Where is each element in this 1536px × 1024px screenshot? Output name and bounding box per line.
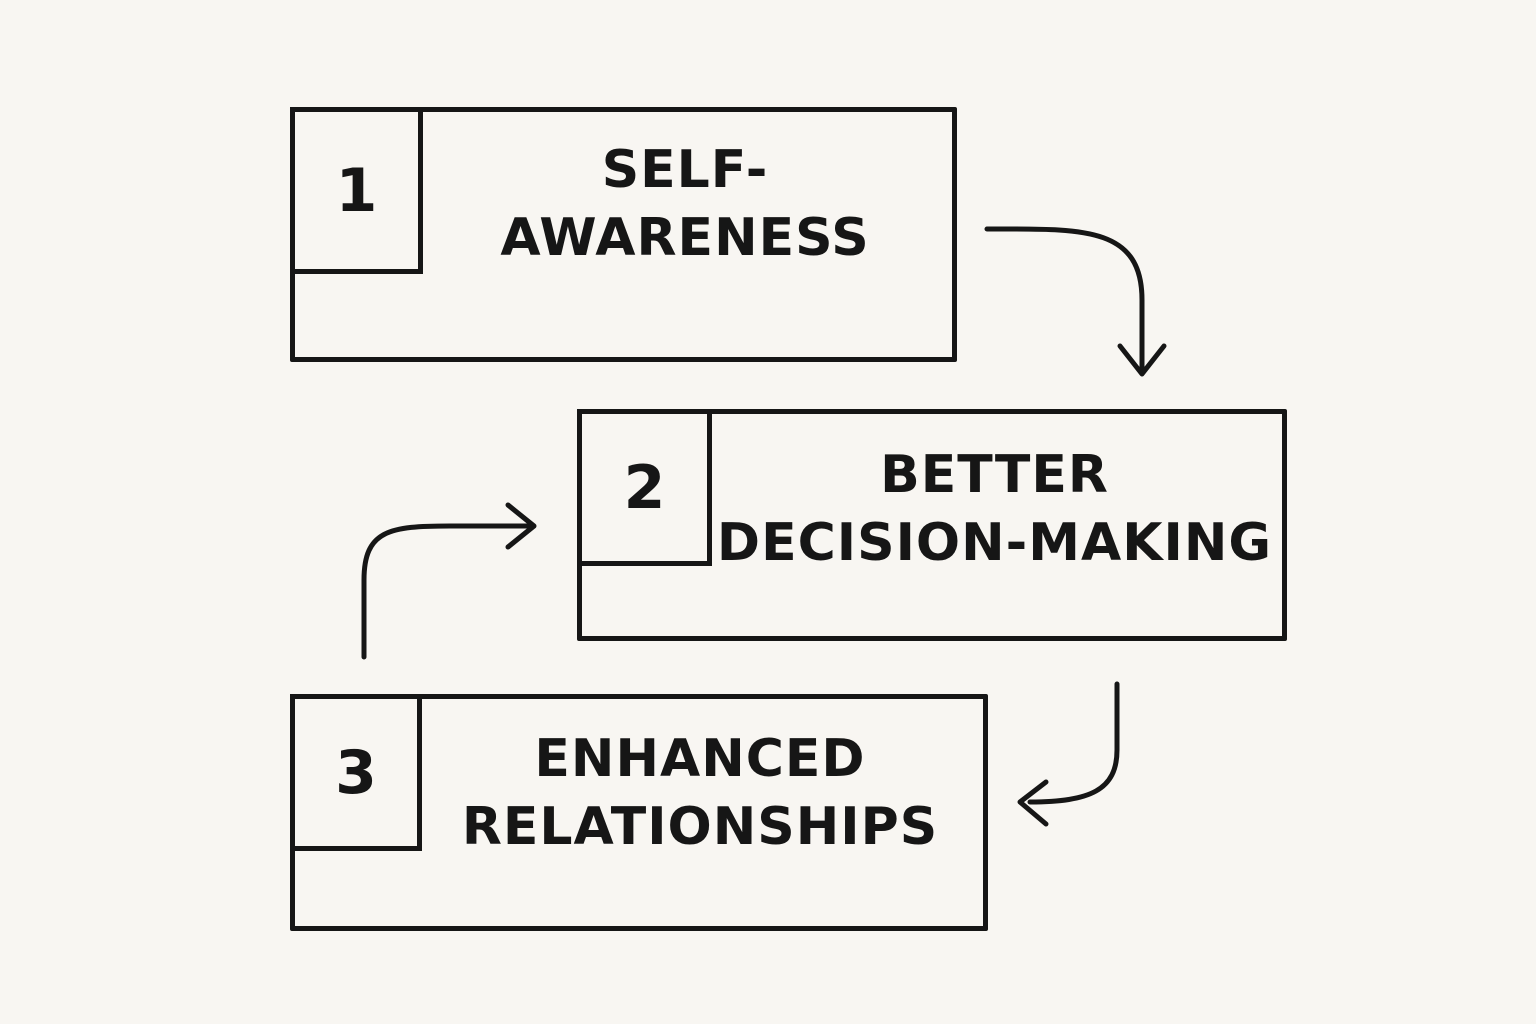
step-label-line: ENHANCED (534, 728, 866, 789)
step-number-badge: 1 (290, 107, 423, 274)
step-label: ENHANCED RELATIONSHIPS (417, 699, 983, 926)
arrow-3-to-2 (361, 502, 537, 660)
step-label-line: BETTER (880, 445, 1109, 506)
step-number-badge: 3 (290, 694, 422, 851)
step-label-line: SELF- (601, 139, 769, 200)
step-box-enhanced-relationships: 3 ENHANCED RELATIONSHIPS (290, 694, 988, 931)
step-number-badge: 2 (577, 409, 712, 566)
arrow-1-to-2 (984, 226, 1167, 377)
step-box-better-decision-making: 2 BETTER DECISION-MAKING (577, 409, 1287, 641)
step-label-line: RELATIONSHIPS (461, 796, 939, 857)
step-label-line: DECISION-MAKING (716, 513, 1273, 573)
arrow-2-to-3 (1017, 681, 1120, 827)
step-label-line: AWARENESS (500, 207, 870, 268)
step-label: SELF- AWARENESS (418, 112, 952, 357)
step-box-self-awareness: 1 SELF- AWARENESS (290, 107, 957, 362)
step-label: BETTER DECISION-MAKING (707, 414, 1282, 636)
